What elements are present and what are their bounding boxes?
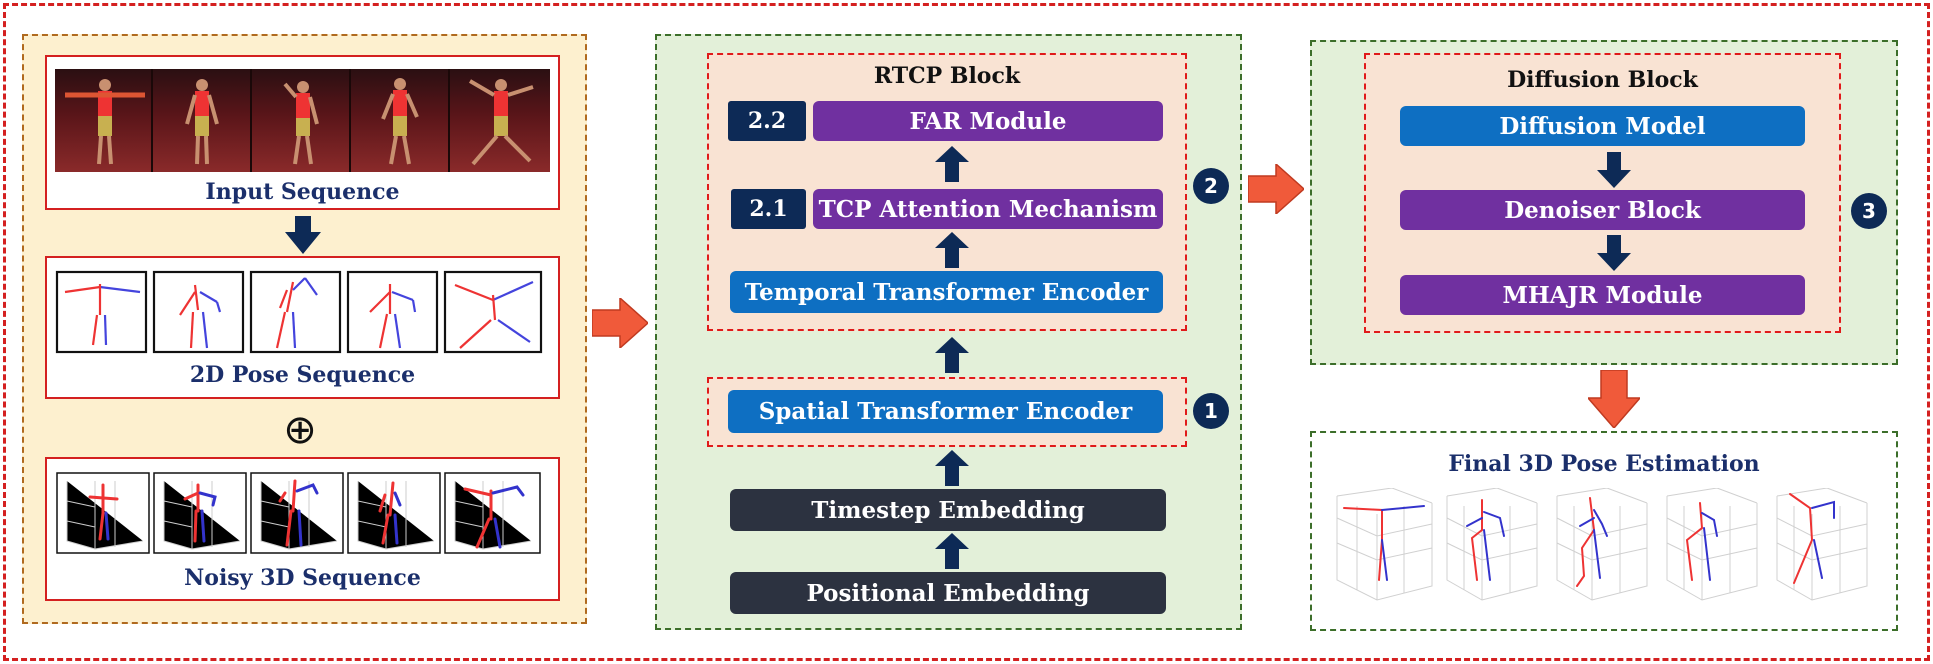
spatial-encoder-box: Spatial Transformer Encoder — [728, 390, 1163, 433]
person-figure-4 — [381, 78, 419, 165]
denoiser-block-box: Denoiser Block — [1400, 190, 1805, 230]
pose2d-sequence-box: 2D Pose Sequence — [45, 256, 560, 399]
diffusion-block-title: Diffusion Block — [1507, 67, 1698, 93]
final-3d-pose-plots — [1336, 488, 1868, 601]
step-badge-2: 2 — [1193, 168, 1229, 204]
up-arrow-icon — [935, 450, 969, 486]
down-arrow-icon — [1588, 370, 1640, 428]
right-arrow-icon — [592, 298, 648, 348]
noisy3d-sequence-caption: Noisy 3D Sequence — [184, 565, 421, 591]
up-arrow-icon — [935, 146, 969, 182]
pose2d-frames — [55, 270, 543, 354]
person-figure-3 — [283, 81, 319, 165]
final-output-title: Final 3D Pose Estimation — [1448, 451, 1760, 477]
right-arrow-icon — [1248, 164, 1304, 214]
down-arrow-icon — [285, 216, 321, 254]
person-figure-1 — [65, 79, 145, 165]
noisy3d-sequence-box: Noisy 3D Sequence — [45, 457, 560, 601]
person-figure-5 — [468, 79, 534, 166]
input-sequence-box: Input Sequence — [45, 55, 560, 210]
far-tag: 2.2 — [728, 101, 806, 141]
step-badge-1: 1 — [1193, 393, 1229, 429]
timestep-embedding-box: Timestep Embedding — [730, 489, 1166, 531]
input-video-frames — [55, 69, 550, 172]
down-arrow-icon — [1597, 235, 1631, 271]
noisy3d-frames — [56, 472, 541, 554]
step-badge-3: 3 — [1851, 193, 1887, 229]
positional-embedding-box: Positional Embedding — [730, 572, 1166, 614]
up-arrow-icon — [935, 337, 969, 373]
tcp-attention-box: TCP Attention Mechanism — [813, 189, 1163, 229]
outer-frame — [3, 3, 1930, 661]
pose2d-sequence-caption: 2D Pose Sequence — [189, 362, 416, 388]
mhajr-module-box: MHAJR Module — [1400, 275, 1805, 315]
far-module-box: FAR Module — [813, 101, 1163, 141]
down-arrow-icon — [1597, 152, 1631, 188]
concat-plus-icon: ⊕ — [283, 407, 317, 453]
final-output-panel: Final 3D Pose Estimation — [1310, 431, 1898, 631]
diffusion-model-box: Diffusion Model — [1400, 106, 1805, 146]
up-arrow-icon — [935, 533, 969, 569]
temporal-encoder-box: Temporal Transformer Encoder — [730, 271, 1163, 313]
rtcp-block-title: RTCP Block — [873, 63, 1021, 89]
person-figure-2 — [185, 79, 219, 165]
tcp-tag: 2.1 — [731, 189, 806, 229]
up-arrow-icon — [935, 232, 969, 268]
input-sequence-caption: Input Sequence — [205, 179, 400, 205]
